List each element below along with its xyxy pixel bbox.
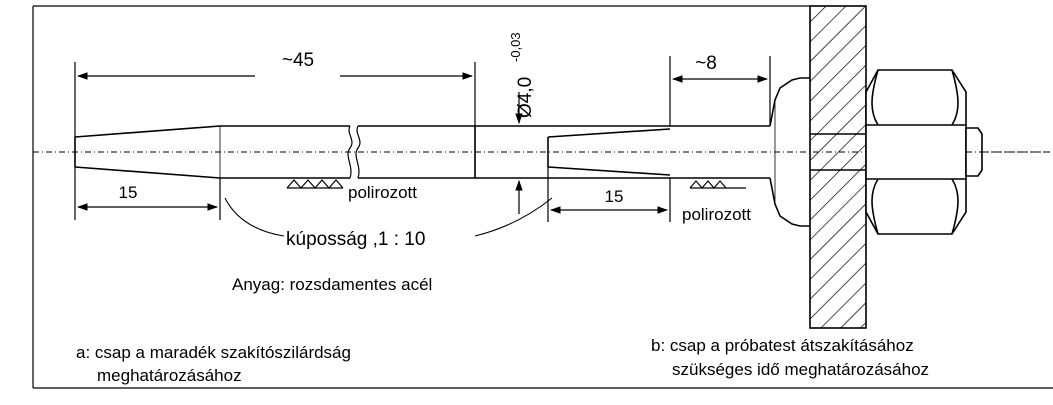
polish-symbol-b xyxy=(689,180,746,189)
dim-length-b xyxy=(669,56,771,126)
nut xyxy=(865,69,1050,235)
dim-length-a xyxy=(74,62,476,137)
dim-taper-b-label: 15 xyxy=(605,187,624,206)
polish-symbol-a xyxy=(286,179,344,189)
polish-label-a: polirozott xyxy=(348,183,417,202)
dim-taper-a-label: 15 xyxy=(119,183,138,202)
polish-label-b: polirozott xyxy=(682,205,751,224)
frame xyxy=(32,5,1053,389)
taper-leaders xyxy=(224,197,553,237)
caption-b-line1: b: csap a próbatest átszakításához xyxy=(651,336,914,355)
plate xyxy=(809,5,867,329)
caption-a-line1: a: csap a maradék szakítószilárdság xyxy=(76,343,351,362)
caption-b-line2: szükséges idő meghatározásához xyxy=(672,360,929,379)
dim-length-b-label: ~8 xyxy=(695,53,717,74)
dim-diameter-label: Ø4,0 xyxy=(515,77,536,118)
dim-taper-b xyxy=(547,167,671,222)
dim-taper-a xyxy=(74,167,221,220)
taper-label: kúposság ,1 : 10 xyxy=(286,229,425,250)
material-label: Anyag: rozsdamentes acél xyxy=(232,275,432,294)
dim-diameter-tolerance: -0,03 xyxy=(508,32,523,62)
caption-a-line2: meghatározásához xyxy=(97,366,242,385)
dim-length-a-label: ~45 xyxy=(282,50,314,71)
